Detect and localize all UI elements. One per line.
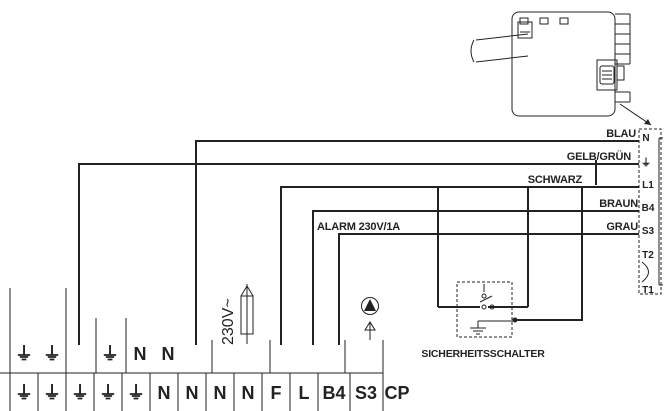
lower-terminal-s3: S3 bbox=[355, 383, 377, 403]
upper-terminal-dividers bbox=[9, 288, 384, 373]
upper-terminal-ground-1: ⏚ bbox=[15, 344, 33, 364]
wire-label-blau: BLAU bbox=[606, 128, 636, 140]
lower-terminal-ground-5: ⏚ bbox=[127, 383, 145, 403]
safety-switch-label: SICHERHEITSSCHALTER bbox=[421, 348, 545, 360]
upper-terminal-ground-3: ⏚ bbox=[101, 344, 119, 364]
lower-terminal-n-3: N bbox=[214, 383, 227, 403]
wire-label-gelb-gruen: GELB/GRÜN bbox=[567, 150, 631, 163]
lower-terminal-n-4: N bbox=[242, 383, 255, 403]
wire-label-schwarz: SCHWARZ bbox=[528, 174, 583, 186]
pin-s3: S3 bbox=[642, 226, 655, 237]
lower-terminal-ground-2: ⏚ bbox=[43, 383, 61, 403]
fuse-icon bbox=[240, 284, 254, 344]
pin-l1: L1 bbox=[642, 180, 654, 191]
connector-block: N ⏚ L1 B4 S3 T2 T1 bbox=[638, 128, 663, 296]
lower-terminal-f: F bbox=[271, 383, 282, 403]
lower-terminal-n-2: N bbox=[186, 383, 199, 403]
lower-terminal-cp: CP bbox=[384, 383, 409, 403]
lower-terminal-n-1: N bbox=[158, 383, 171, 403]
ground-icon bbox=[470, 321, 486, 335]
lower-terminal-l: L bbox=[299, 383, 310, 403]
pump-icon bbox=[361, 297, 379, 340]
pin-t1: T1 bbox=[642, 285, 654, 296]
upper-terminal-n-2: N bbox=[162, 344, 175, 364]
lower-terminal-ground-1: ⏚ bbox=[15, 383, 33, 403]
pin-n: N bbox=[642, 133, 649, 144]
wires bbox=[78, 140, 639, 345]
pin-b4: B4 bbox=[642, 203, 655, 214]
wire-label-grau: GRAU bbox=[606, 221, 638, 233]
pin-t2: T2 bbox=[642, 250, 654, 261]
lower-terminal-ground-3: ⏚ bbox=[71, 383, 89, 403]
wire-label-alarm: ALARM 230V/1A bbox=[317, 221, 400, 233]
pin-ground: ⏚ bbox=[641, 157, 651, 169]
safety-switch bbox=[438, 281, 528, 338]
wire-label-braun: BRAUN bbox=[599, 198, 638, 210]
voltage-label: 230V~ bbox=[220, 298, 237, 345]
burner-plug-icon bbox=[470, 11, 652, 126]
lower-terminal-b4: B4 bbox=[322, 383, 345, 403]
upper-terminal-ground-2: ⏚ bbox=[43, 344, 61, 364]
lower-terminal-dividers bbox=[0, 372, 384, 411]
lower-terminal-ground-4: ⏚ bbox=[99, 383, 117, 403]
upper-terminal-n-1: N bbox=[134, 344, 147, 364]
